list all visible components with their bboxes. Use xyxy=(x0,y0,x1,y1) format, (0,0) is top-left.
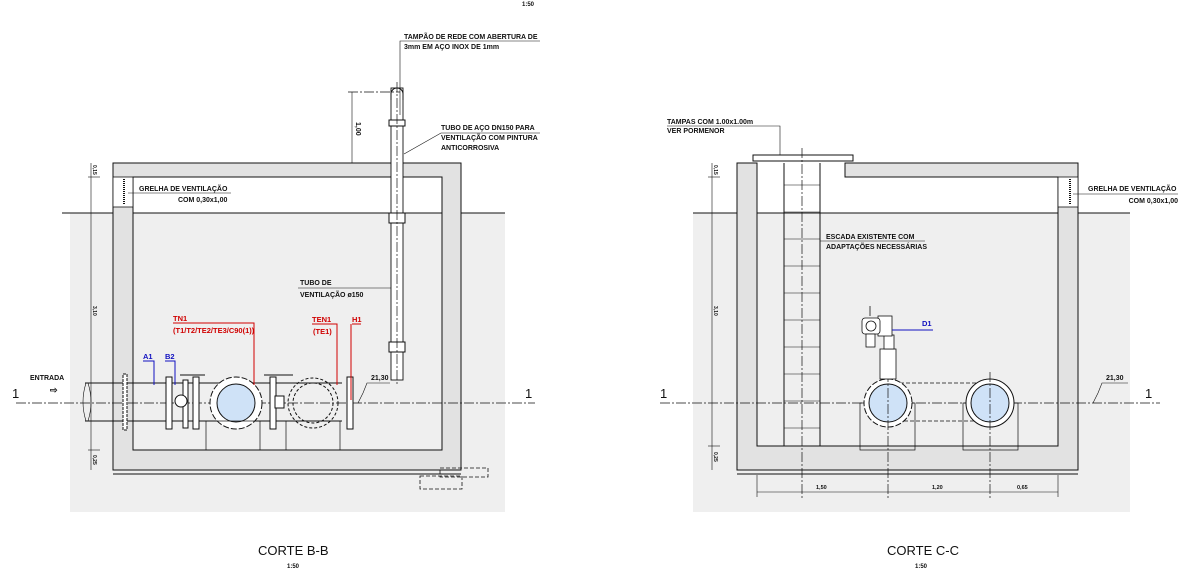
support xyxy=(205,420,261,451)
note-tubo-vent-2: VENTILAÇÃO ø150 xyxy=(300,290,364,299)
tag-ten1: TEN1 xyxy=(312,315,331,324)
note-tubo-aco-1: TUBO DE AÇO DN150 PARA xyxy=(441,125,535,132)
flow-arrow-icon: ⇨ xyxy=(50,385,58,395)
pipe-section-water xyxy=(216,383,256,423)
pipe-crossing-dashed xyxy=(287,377,339,429)
tag-a1: A1 xyxy=(143,352,153,361)
note-tubo-vent-1: TUBO DE xyxy=(300,280,332,287)
support xyxy=(285,420,341,451)
tag-h1: H1 xyxy=(352,315,362,324)
note-grelha-1: GRELHA DE VENTILAÇÃO xyxy=(1088,184,1177,193)
dim-bottom-3: 0,65 xyxy=(1017,485,1028,491)
leader-h1 xyxy=(350,323,361,400)
note-tampao-2: 3mm EM AÇO INOX DE 1mm xyxy=(404,44,499,51)
note-tubo-aco-3: ANTICORROSIVA xyxy=(441,145,499,152)
flange xyxy=(165,376,173,430)
pipe-break xyxy=(82,382,92,422)
section-mark-right: 1 xyxy=(1145,386,1152,401)
section-c-c: 0,15 3,10 0,25 D1 1,50 1,20 0,65 xyxy=(660,119,1178,570)
valve-actuator-d1 xyxy=(861,306,897,380)
section-mark-right: 1 xyxy=(525,386,532,401)
section-title-c-c: CORTE C-C xyxy=(887,543,959,558)
tag-tn1: TN1 xyxy=(173,314,187,323)
tag-ten1-detail: (TE1) xyxy=(313,327,332,336)
leader-tampao xyxy=(399,40,540,115)
leader-ten1 xyxy=(312,323,338,385)
top-scale: 1:50 xyxy=(522,2,535,8)
note-tampas-2: VER PORMENOR xyxy=(667,128,725,135)
leader-tampas xyxy=(667,125,781,155)
note-tampao-1: TAMPÃO DE REDE COM ABERTURA DE xyxy=(404,32,538,41)
dim-slab: 0,15 xyxy=(712,165,718,175)
chamber-walls xyxy=(112,162,462,471)
dim-bottom-1: 1,50 xyxy=(816,485,827,491)
note-escada-1: ESCADA EXISTENTE COM xyxy=(826,234,915,241)
drain-outline-2 xyxy=(439,467,489,478)
ladder xyxy=(783,163,821,446)
note-grelha-1: GRELHA DE VENTILAÇÃO xyxy=(139,184,228,193)
note-grelha-2: COM 0,30x1,00 xyxy=(178,197,228,204)
pipe-crossing-dashed xyxy=(292,382,334,424)
level-label: 21,30 xyxy=(1106,375,1124,382)
section-title-b-b: CORTE B-B xyxy=(258,543,329,558)
note-escada-2: ADAPTAÇÕES NECESSÁRIAS xyxy=(826,242,927,251)
leader-b2 xyxy=(165,360,176,385)
note-tampas-1: TAMPAS COM 1.00x1.00m xyxy=(667,119,753,126)
dim-slab: 0,15 xyxy=(91,165,97,175)
tag-d1: D1 xyxy=(922,319,932,328)
section-scale-c-c: 1:50 xyxy=(915,564,928,570)
tag-b2: B2 xyxy=(165,352,175,361)
dim-floor: 0,25 xyxy=(91,455,97,465)
section-b-b: 1,00 0,15 3,10 0,25 ENTRADA ⇨ 1 1 A1 xyxy=(12,32,540,570)
dim-floor: 0,25 xyxy=(712,452,718,462)
level-label: 21,30 xyxy=(371,375,389,382)
leader-tubo-aco xyxy=(403,132,540,155)
flange xyxy=(192,376,200,430)
level-marker xyxy=(357,382,390,404)
dim-height: 3,10 xyxy=(712,306,718,316)
flange-h1 xyxy=(346,376,354,430)
dim-bottom-2: 1,20 xyxy=(932,485,943,491)
valve-actuator xyxy=(174,394,188,408)
leader-tn1 xyxy=(173,322,255,385)
section-mark-left: 1 xyxy=(660,386,667,401)
check-valve xyxy=(274,395,285,409)
chamber-walls xyxy=(736,162,1079,471)
entrada-label: ENTRADA xyxy=(30,375,64,382)
section-scale-b-b: 1:50 xyxy=(287,564,300,570)
drain-outline xyxy=(419,475,463,490)
tag-tn1-detail: (T1/T2/TE2/TE3/C90(1)) xyxy=(173,326,255,335)
ventilation-grille xyxy=(1057,176,1079,208)
wall-sleeve xyxy=(122,373,128,431)
dim-vent-height: 1,00 xyxy=(354,122,361,136)
note-grelha-2: COM 0,30x1,00 xyxy=(1129,198,1179,205)
leader-a1 xyxy=(143,360,155,385)
section-mark-left: 1 xyxy=(12,386,19,401)
dim-height: 3,10 xyxy=(91,306,97,316)
level-marker xyxy=(1092,382,1128,404)
note-tubo-aco-2: VENTILAÇÃO COM PINTURA xyxy=(441,133,538,142)
access-cover xyxy=(752,154,854,162)
